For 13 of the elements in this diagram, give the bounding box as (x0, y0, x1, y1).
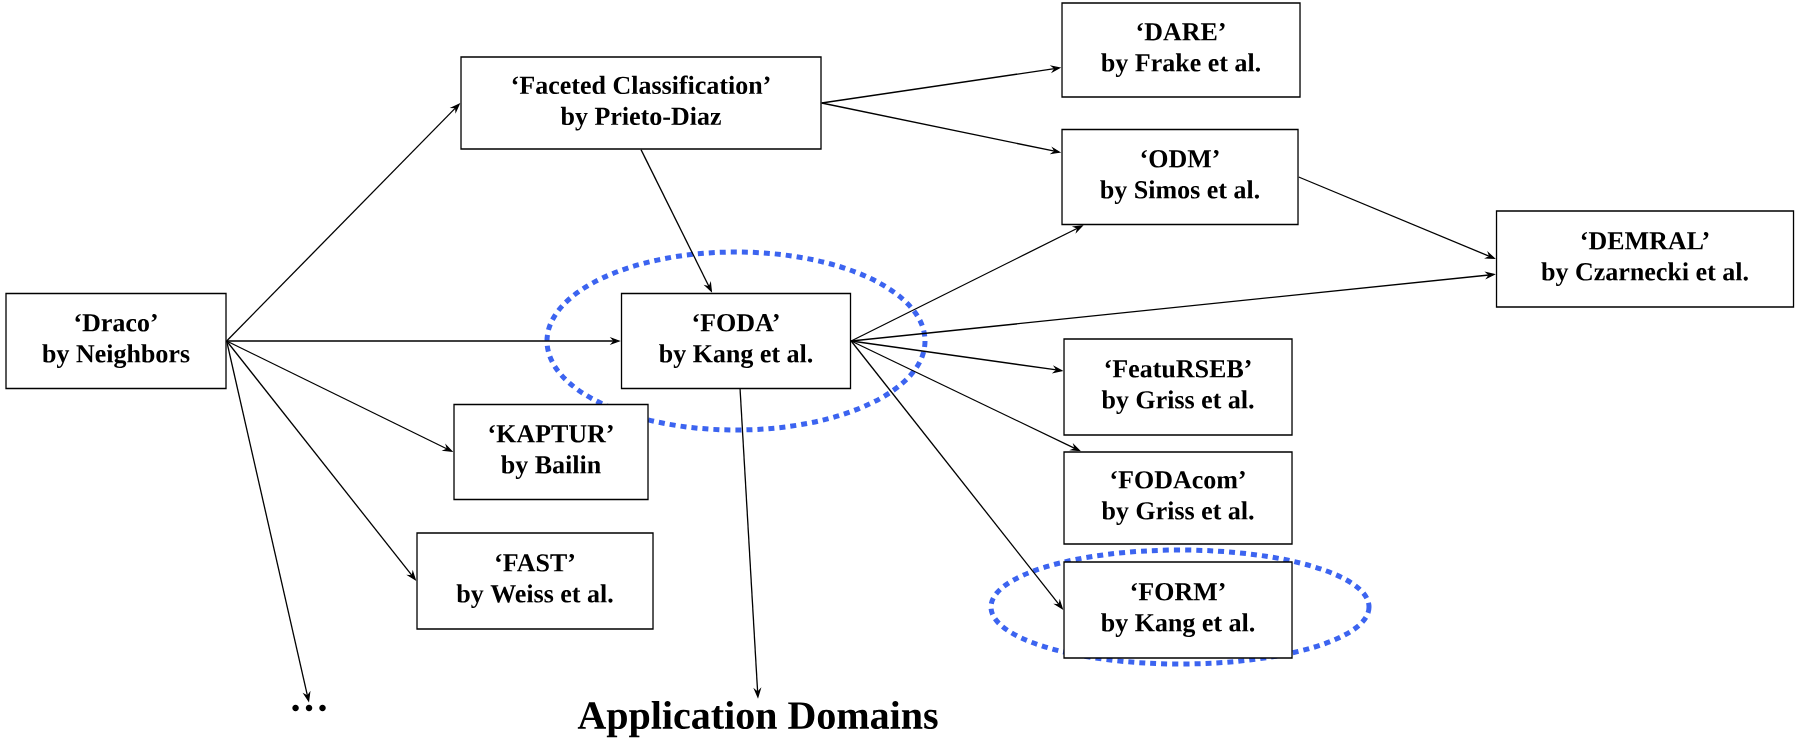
process-box: ‘FORM’ by Kang et al. (1063, 561, 1293, 659)
process-box: ‘DEMRAL’ by Czarnecki et al. (1495, 210, 1795, 308)
heading-text: Application Domains (577, 700, 938, 738)
process-box: ‘FODAcom’ by Griss et al. (1063, 451, 1293, 545)
process-box: ‘Faceted Classification’ by Prieto-Diaz (460, 56, 822, 150)
process-box: ‘DARE’ by Frake et al. (1061, 2, 1301, 98)
process-box: ‘KAPTUR’ by Bailin (453, 403, 649, 501)
process-box: ‘FeatuRSEB’ by Griss et al. (1063, 338, 1293, 436)
ellipsis-text: … (292, 704, 326, 712)
process-box: ‘ODM’ by Simos et al. (1061, 128, 1299, 226)
process-box: ‘FODA’ by Kang et al. (620, 292, 852, 390)
process-box: ‘FAST’ by Weiss et al. (416, 532, 654, 630)
process-box: ‘Draco’ by Neighbors (5, 292, 227, 390)
